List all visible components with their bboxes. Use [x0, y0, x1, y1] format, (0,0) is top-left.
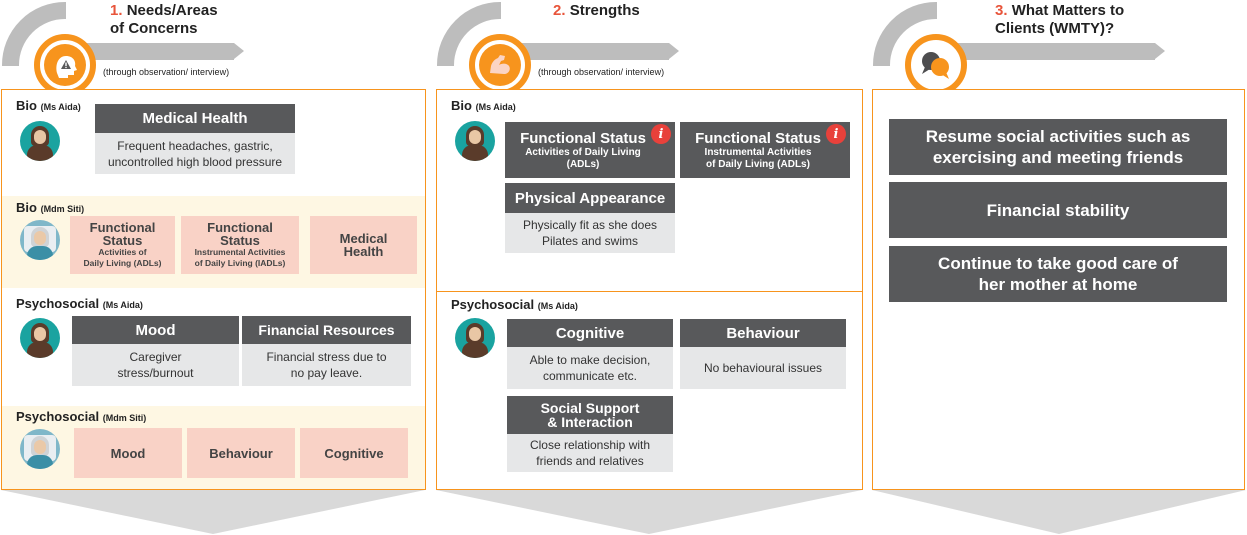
concern-icon-ring	[34, 34, 96, 96]
section-label-bio-aida: Bio (Ms Aida)	[16, 98, 81, 113]
card-functional-status-iadl: Functional Status Instrumental Activitie…	[680, 122, 850, 178]
card-financial-resources: Financial Resources Financial stress due…	[242, 316, 411, 386]
pink-mood: Mood	[74, 428, 182, 478]
header-arrow-bar	[64, 43, 234, 60]
avatar-mdm-siti	[20, 220, 60, 260]
card-behaviour: Behaviour No behavioural issues	[680, 319, 846, 389]
avatar-ms-aida	[455, 121, 495, 161]
wmty-panel-chevron	[872, 490, 1246, 534]
card-title: Cognitive	[507, 319, 673, 347]
head-warning-icon	[44, 44, 86, 86]
card-title: Social Support & Interaction	[507, 396, 673, 434]
card-title: Behaviour	[680, 319, 846, 347]
card-functional-status-adl: Functional Status Activities of Daily Li…	[505, 122, 675, 178]
pink-medical-health: Medical Health	[310, 216, 417, 274]
header-arrow-bar	[499, 43, 669, 60]
wmty-icon-ring	[905, 34, 967, 96]
column-3-title: 3. What Matters to Clients (WMTY)?	[995, 2, 1125, 37]
card-body: Physically fit as she does Pilates and s…	[505, 213, 675, 253]
flexed-arm-icon	[479, 44, 521, 86]
card-cognitive: Cognitive Able to make decision, communi…	[507, 319, 673, 389]
section-bio-siti: Bio (Mdm Siti) Functional Status Activit…	[2, 196, 425, 288]
section-divider	[437, 291, 862, 292]
info-icon[interactable]: i	[651, 124, 671, 144]
strengths-panel-chevron	[436, 490, 862, 534]
strengths-panel: Bio (Ms Aida) Functional Status Activiti…	[436, 89, 863, 490]
card-body: No behavioural issues	[680, 347, 846, 389]
card-mood: Mood Caregiver stress/burnout	[72, 316, 239, 386]
pink-functional-status-adl: Functional Status Activities of Daily Li…	[70, 216, 175, 274]
needs-panel: Bio (Ms Aida) Medical Health Frequent he…	[1, 89, 426, 490]
column-2-subtitle: (through observation/ interview)	[538, 67, 665, 77]
section-label-bio-aida: Bio (Ms Aida)	[451, 98, 516, 113]
card-body: Frequent headaches, gastric, uncontrolle…	[95, 133, 295, 174]
header-arrow-tip	[1155, 43, 1165, 59]
card-title: Functional Status Instrumental Activitie…	[680, 122, 850, 178]
section-label-psy-siti: Psychosocial (Mdm Siti)	[16, 409, 147, 424]
avatar-ms-aida	[20, 121, 60, 161]
card-title: Financial Resources	[242, 316, 411, 344]
pink-cognitive: Cognitive	[300, 428, 408, 478]
avatar-ms-aida-2	[20, 318, 60, 358]
card-title: Mood	[72, 316, 239, 344]
pink-behaviour: Behaviour	[187, 428, 295, 478]
card-title: Medical Health	[95, 104, 295, 133]
column-2-title: 2. Strengths	[553, 2, 640, 19]
section-label-psy-aida: Psychosocial (Ms Aida)	[16, 296, 143, 311]
chat-bubbles-icon	[915, 44, 957, 86]
strength-icon-ring	[469, 34, 531, 96]
avatar-mdm-siti-2	[20, 429, 60, 469]
header-arrow-bar	[935, 43, 1155, 60]
card-body: Able to make decision, communicate etc.	[507, 347, 673, 389]
info-icon[interactable]: i	[826, 124, 846, 144]
avatar-ms-aida-2	[455, 318, 495, 358]
card-title: Functional Status Activities of Daily Li…	[505, 122, 675, 178]
card-body: Caregiver stress/burnout	[72, 344, 239, 386]
header-arrow-tip	[669, 43, 679, 59]
card-physical-appearance: Physical Appearance Physically fit as sh…	[505, 183, 675, 253]
wmty-item-financial-stability: Financial stability	[889, 182, 1227, 238]
card-body: Financial stress due to no pay leave.	[242, 344, 411, 386]
card-medical-health: Medical Health Frequent headaches, gastr…	[95, 104, 295, 174]
pink-functional-status-iadl: Functional Status Instrumental Activitie…	[181, 216, 299, 274]
needs-panel-chevron	[1, 490, 425, 534]
card-body: Close relationship with friends and rela…	[507, 434, 673, 472]
column-1-subtitle: (through observation/ interview)	[103, 67, 230, 77]
card-social-support: Social Support & Interaction Close relat…	[507, 396, 673, 472]
header-arrow-tip	[234, 43, 244, 59]
section-label-psy-aida: Psychosocial (Ms Aida)	[451, 297, 578, 312]
column-1-title: 1. Needs/Areas of Concerns	[110, 2, 218, 37]
section-label-bio-siti: Bio (Mdm Siti)	[16, 200, 85, 215]
card-title: Physical Appearance	[505, 183, 675, 213]
section-psy-siti: Psychosocial (Mdm Siti) Mood Behaviour C…	[2, 406, 425, 489]
